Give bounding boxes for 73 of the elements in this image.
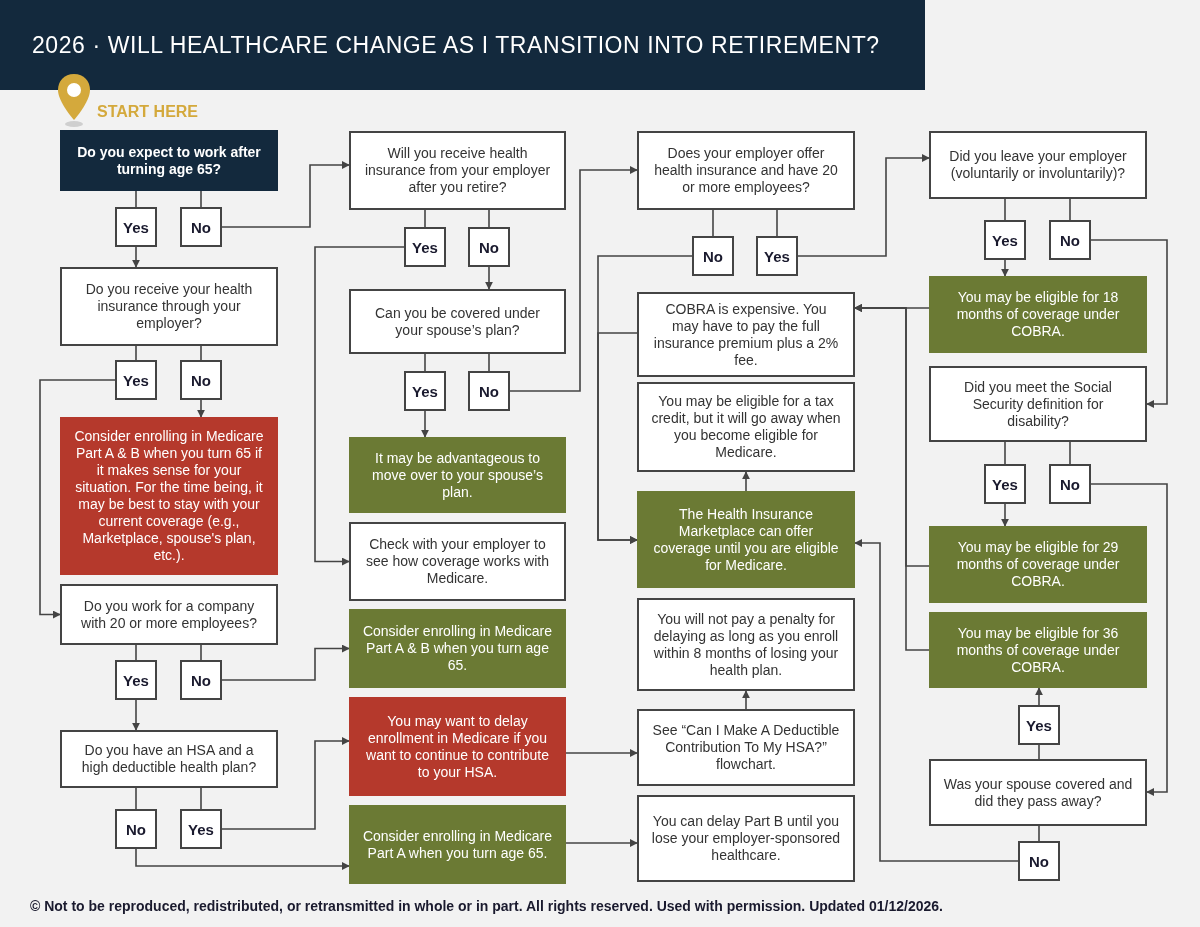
connector-arrow xyxy=(221,737,350,830)
connector-arrow xyxy=(565,839,638,847)
alert-box: Consider enrolling in Medicare Part A & B when you turn 65 if it makes sense for your situation. For the time being, it may be best to stay with your current coverage (e.g., Marketplace, spouse's plan, etc.). xyxy=(60,417,278,575)
answer-box: No xyxy=(180,207,222,247)
answer-box: No xyxy=(1049,220,1091,260)
question-box: Can you be covered under your spouse’s plan? xyxy=(349,289,566,354)
connector-arrow xyxy=(1001,259,1009,277)
info-box: Check with your employer to see how coverage works with Medicare. xyxy=(349,522,566,601)
connector-arrow xyxy=(485,266,493,290)
connector-arrow xyxy=(509,166,638,392)
connector-arrow xyxy=(854,539,1019,862)
answer-box: No xyxy=(115,809,157,849)
outcome-box: It may be advantageous to move over to your spouse’s plan. xyxy=(349,437,566,513)
answer-box: No xyxy=(468,227,510,267)
outcome-box: You may be eligible for 29 months of coverage under COBRA. xyxy=(929,526,1147,603)
answer-box: Yes xyxy=(404,371,446,411)
connector-arrow xyxy=(135,848,350,870)
answer-box: Yes xyxy=(1018,705,1060,745)
question-box: Do you work for a company with 20 or more employees? xyxy=(60,584,278,645)
connector-arrow xyxy=(197,399,205,418)
connector-arrow xyxy=(221,644,350,681)
answer-box: Yes xyxy=(756,236,798,276)
outcome-box: You may be eligible for 36 months of coverage under COBRA. xyxy=(929,612,1147,688)
outcome-box: Consider enrolling in Medicare Part A & B when you turn age 65. xyxy=(349,609,566,688)
answer-box: Yes xyxy=(984,220,1026,260)
connector-arrow xyxy=(221,161,350,228)
answer-box: Yes xyxy=(180,809,222,849)
title-bar: 2026 · WILL HEALTHCARE CHANGE AS I TRANSITION INTO RETIREMENT? xyxy=(0,0,925,90)
copyright-note: © Not to be reproduced, redistributed, or retransmitted in whole or in part. All rights reserved. Used with permission. Updated 01/12/2026. xyxy=(30,897,943,916)
connector-arrow xyxy=(1090,483,1168,796)
question-box: Do you have an HSA and a high deductible health plan? xyxy=(60,730,278,788)
answer-box: Yes xyxy=(115,360,157,400)
connector-arrow xyxy=(132,699,140,731)
answer-box: No xyxy=(692,236,734,276)
info-box: You may be eligible for a tax credit, but it will go away when you become eligible for Medicare. xyxy=(637,382,855,472)
outcome-box: You may be eligible for 18 months of coverage under COBRA. xyxy=(929,276,1147,353)
answer-box: No xyxy=(180,660,222,700)
info-box: You can delay Part B until you lose your employer-sponsored healthcare. xyxy=(637,795,855,882)
info-box: See “Can I Make A Deductible Contribution To My HSA?” flowchart. xyxy=(637,709,855,786)
question-box: Do you expect to work after turning age 65? xyxy=(60,130,278,191)
connector-arrow xyxy=(797,154,930,257)
question-box: Did you leave your employer (voluntarily or involuntarily)? xyxy=(929,131,1147,199)
question-box: Will you receive health insurance from your employer after you retire? xyxy=(349,131,566,210)
start-label: START HERE xyxy=(97,102,199,122)
connector-arrow xyxy=(1001,503,1009,527)
connector-arrow xyxy=(742,690,750,710)
connector-arrow xyxy=(597,332,638,544)
connector-arrow xyxy=(132,246,140,268)
answer-box: No xyxy=(1049,464,1091,504)
connector-arrow xyxy=(854,304,930,651)
connector-arrow xyxy=(39,379,116,619)
info-box: You will not pay a penalty for delaying as long as you enroll within 8 months of losing your health plan. xyxy=(637,598,855,691)
answer-box: Yes xyxy=(115,660,157,700)
question-box: Does your employer offer health insurance and have 20 or more employees? xyxy=(637,131,855,210)
connector-arrow xyxy=(421,410,429,438)
alert-box: You may want to delay enrollment in Medicare if you want to continue to contribute to your HSA. xyxy=(349,697,566,796)
info-box: COBRA is expensive. You may have to pay the full insurance premium plus a 2% fee. xyxy=(637,292,855,377)
question-box: Did you meet the Social Security definition for disability? xyxy=(929,366,1147,442)
connector-arrow xyxy=(565,749,638,757)
question-box: Do you receive your health insurance through your employer? xyxy=(60,267,278,346)
connector-arrow xyxy=(1090,239,1168,408)
connector-arrow xyxy=(742,471,750,492)
connector-arrow xyxy=(314,246,405,566)
answer-box: No xyxy=(180,360,222,400)
outcome-box: Consider enrolling in Medicare Part A when you turn age 65. xyxy=(349,805,566,884)
outcome-box: The Health Insurance Marketplace can offer coverage until you are eligible for Medicare. xyxy=(637,491,855,588)
connector-arrow xyxy=(1035,687,1043,706)
answer-box: Yes xyxy=(404,227,446,267)
answer-box: No xyxy=(1018,841,1060,881)
answer-box: Yes xyxy=(984,464,1026,504)
answer-box: No xyxy=(468,371,510,411)
question-box: Was your spouse covered and did they pass away? xyxy=(929,759,1147,826)
answer-box: Yes xyxy=(115,207,157,247)
